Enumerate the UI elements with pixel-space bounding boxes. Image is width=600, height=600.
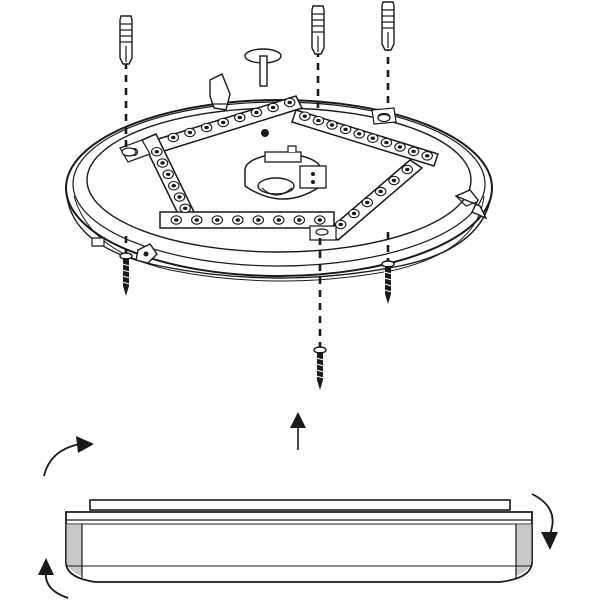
led-board-frame — [140, 95, 439, 241]
suspension-stem — [244, 48, 282, 87]
screw-bottom — [313, 346, 327, 391]
led-chip — [283, 97, 296, 108]
led-chip — [252, 215, 265, 225]
led-chip — [168, 180, 180, 191]
led-chip — [394, 142, 406, 152]
led-chip — [267, 102, 279, 113]
led-chip — [167, 132, 180, 143]
step-2-diffuser — [38, 436, 558, 599]
wall-plug-middle — [311, 5, 325, 55]
led-chip — [421, 151, 433, 161]
rotation-arrow-bottom-left — [38, 558, 69, 599]
screw-hole-right — [377, 113, 391, 123]
led-chip — [367, 133, 379, 143]
screw-hole-left — [121, 147, 137, 157]
led-chip — [374, 186, 387, 197]
led-chip — [388, 175, 400, 186]
led-chip — [273, 215, 285, 225]
led-chip — [339, 124, 352, 135]
step-1-base-assembly — [65, 1, 493, 391]
side-clip-right — [454, 189, 488, 220]
led-chip — [334, 219, 347, 230]
led-chip — [232, 215, 244, 225]
led-chip — [173, 192, 186, 202]
guide-lines — [124, 44, 390, 350]
led-chip — [401, 164, 414, 175]
led-chip — [314, 215, 326, 225]
led-chip — [191, 215, 203, 225]
led-chip — [162, 169, 174, 180]
side-clip-left — [135, 243, 158, 264]
wall-plug-right — [381, 1, 395, 51]
led-chip — [348, 208, 360, 219]
led-chip — [179, 203, 191, 214]
led-chip — [361, 197, 374, 208]
top-clip — [209, 73, 231, 111]
screw-left — [119, 252, 133, 297]
led-chip — [407, 146, 420, 157]
led-chip — [170, 215, 183, 225]
center-socket — [244, 145, 327, 200]
led-chip — [353, 129, 365, 139]
led-chip — [217, 117, 229, 128]
led-chip — [293, 215, 306, 225]
led-chip — [156, 158, 169, 168]
led-chip — [200, 122, 213, 133]
rotation-arrow-top-left — [43, 436, 94, 477]
led-chip — [184, 127, 196, 138]
led-chip — [380, 137, 393, 148]
wall-plug-left — [119, 15, 133, 65]
led-chip — [211, 215, 224, 225]
rotation-arrow-right — [531, 493, 558, 550]
led-chip — [312, 115, 325, 126]
led-chip — [250, 107, 263, 118]
left-tab — [91, 237, 105, 247]
diffuser-cover — [65, 499, 533, 583]
led-chip — [326, 120, 338, 130]
led-chip — [234, 112, 246, 123]
led-chip — [151, 146, 163, 157]
up-arrow — [290, 412, 306, 450]
led-chip — [299, 111, 311, 121]
